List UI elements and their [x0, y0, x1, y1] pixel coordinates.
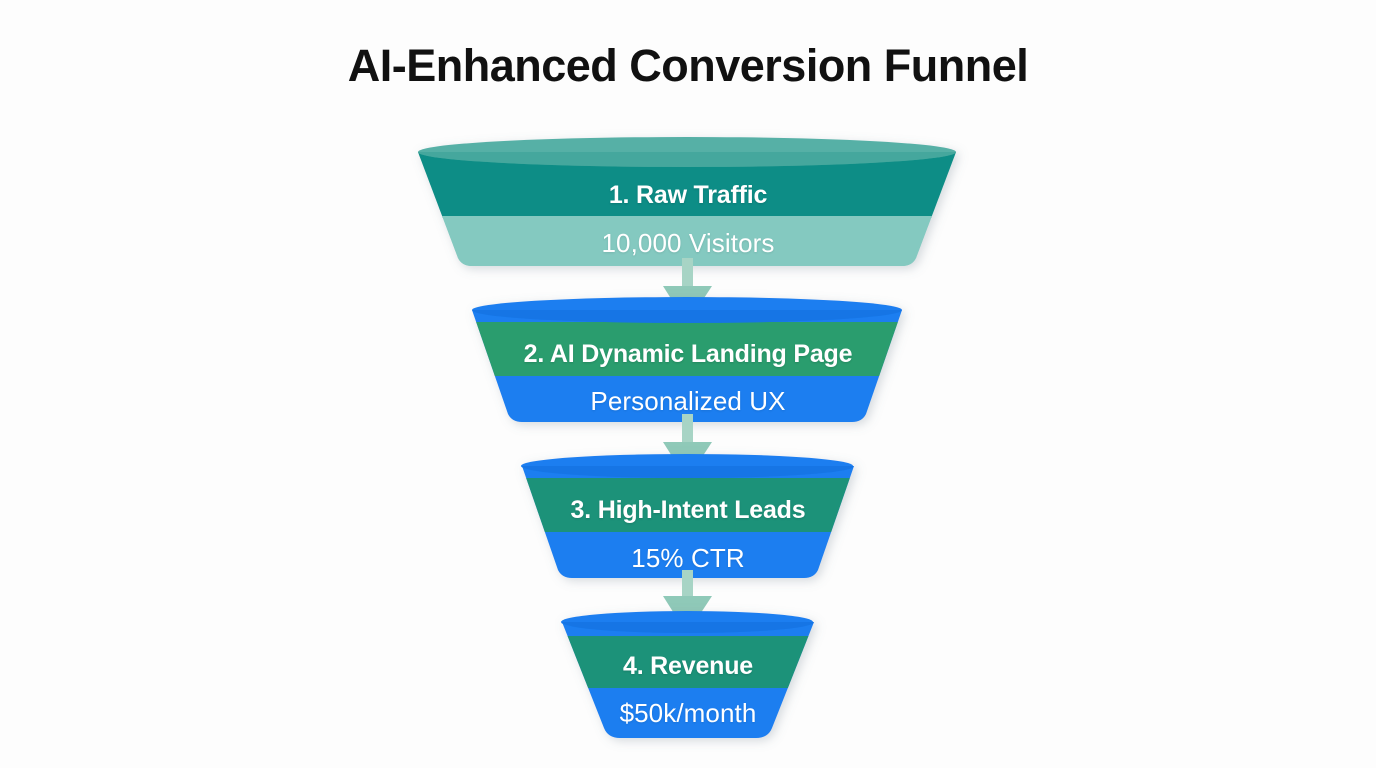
- funnel-stage-3[interactable]: [500, 454, 900, 578]
- funnel-stage-4-band-green: [562, 636, 814, 688]
- funnel-stage-2[interactable]: [450, 297, 930, 422]
- funnel-stage-4-cap-shade: [562, 622, 814, 633]
- funnel-stage-2-band-green: [472, 322, 902, 376]
- funnel-stage-1[interactable]: [400, 137, 980, 276]
- funnel-stage-3-bands: [522, 478, 854, 532]
- funnel-stage-3-cap-shade: [522, 466, 854, 478]
- funnel-stage-4[interactable]: [540, 611, 860, 738]
- funnel-stage-2-bands: [472, 322, 902, 376]
- funnel-stage-4-bands: [562, 636, 814, 688]
- page-title: AI-Enhanced Conversion Funnel: [347, 40, 1029, 91]
- funnel-stage-1-cap-shade: [418, 152, 956, 167]
- funnel-stage-1-bands: [418, 152, 956, 266]
- funnel-stage-1-band-light: [418, 216, 956, 266]
- funnel-stage-2-cap-shade: [472, 310, 902, 323]
- funnel-stage-3-band-green: [522, 478, 854, 532]
